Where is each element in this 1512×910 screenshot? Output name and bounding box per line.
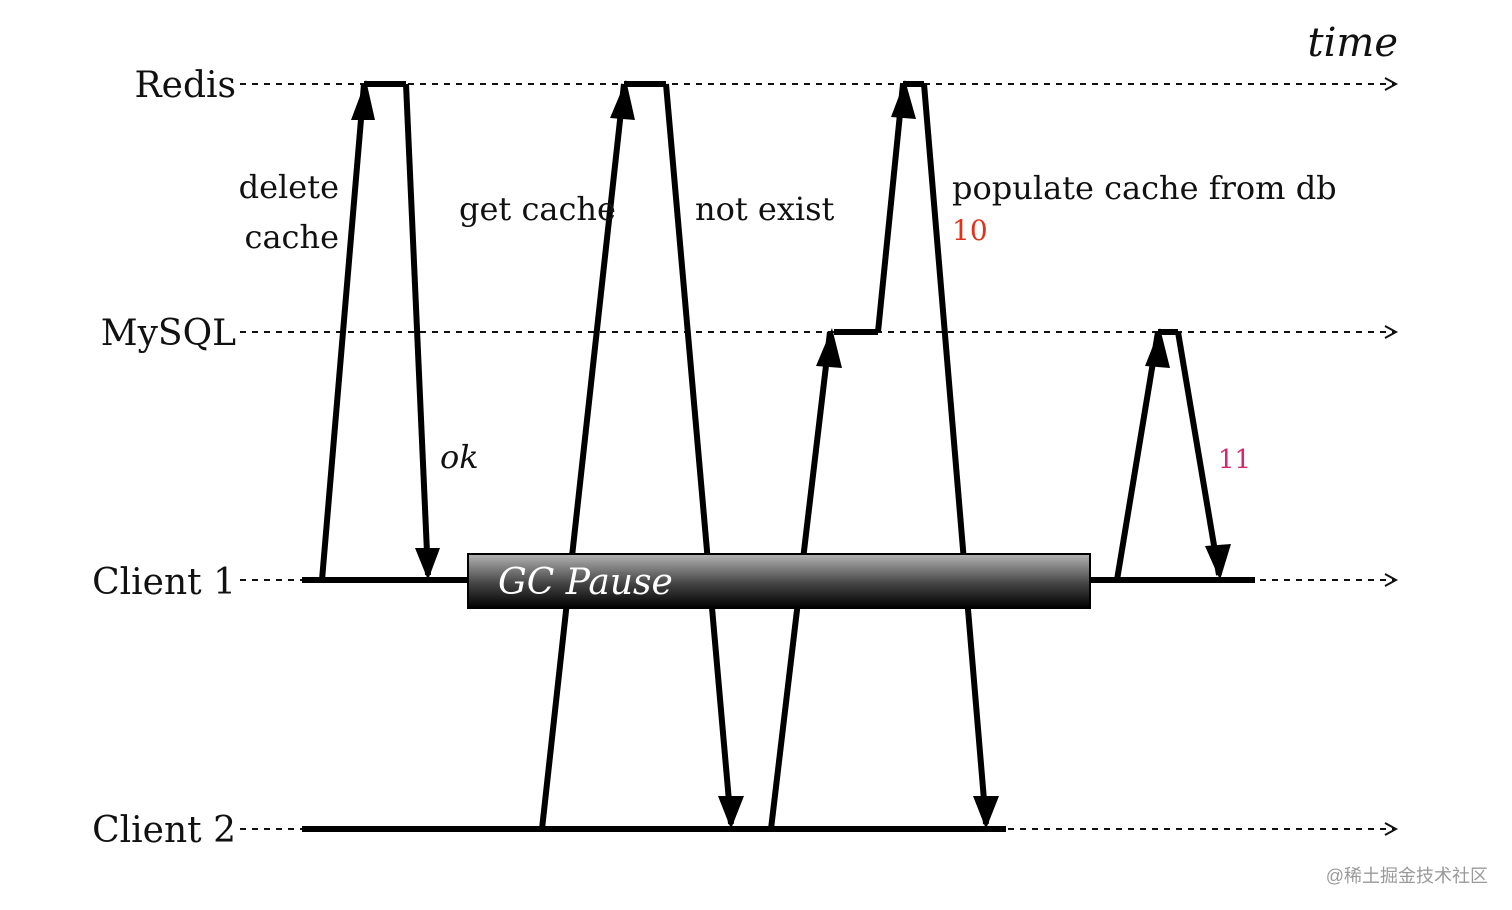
arrowhead-mysql-client1 [1205,544,1231,580]
arrow-redis-client2 [921,83,989,825]
arrow-get-cache [539,83,627,830]
watermark: @稀土掘金技术社区 [1326,866,1488,886]
arrow-client1-mysql [1114,331,1161,581]
label-not-exist: not exist [695,190,835,228]
arrowhead-populate [891,80,916,119]
time-label: time [1308,20,1398,66]
arrow-not-exist [663,83,734,825]
label-number-10: 10 [952,214,988,247]
arrow-populate [875,83,906,333]
arrowhead-delete-cache [351,80,375,120]
lane-label-redis: Redis [135,65,236,106]
label-populate: populate cache from db [952,169,1337,207]
lane-label-mysql: MySQL [101,313,236,354]
label-delete: delete [239,168,339,206]
message-arrows [319,80,1231,830]
lane-label-client2: Client 2 [92,810,236,851]
lane-label-client1: Client 1 [92,562,236,603]
arrowhead-not-exist [718,796,744,829]
arrowhead-client1-mysql [1145,328,1170,368]
arrow-mysql-client1 [1175,331,1222,576]
gc-pause-bar: GC Pause [467,553,1091,609]
arrowhead-redis-client2 [973,796,999,829]
label-cache: cache [245,218,339,256]
arrowhead-get-cache [610,80,635,120]
arrow-ok [403,83,431,576]
label-number-11: 11 [1218,445,1251,475]
label-get-cache: get cache [459,190,616,228]
arrowhead-client2-mysql [816,328,842,368]
label-ok: ok [440,438,479,476]
arrowhead-ok [415,548,440,580]
gc-pause-label: GC Pause [498,562,673,603]
arrow-delete-cache [319,83,367,581]
